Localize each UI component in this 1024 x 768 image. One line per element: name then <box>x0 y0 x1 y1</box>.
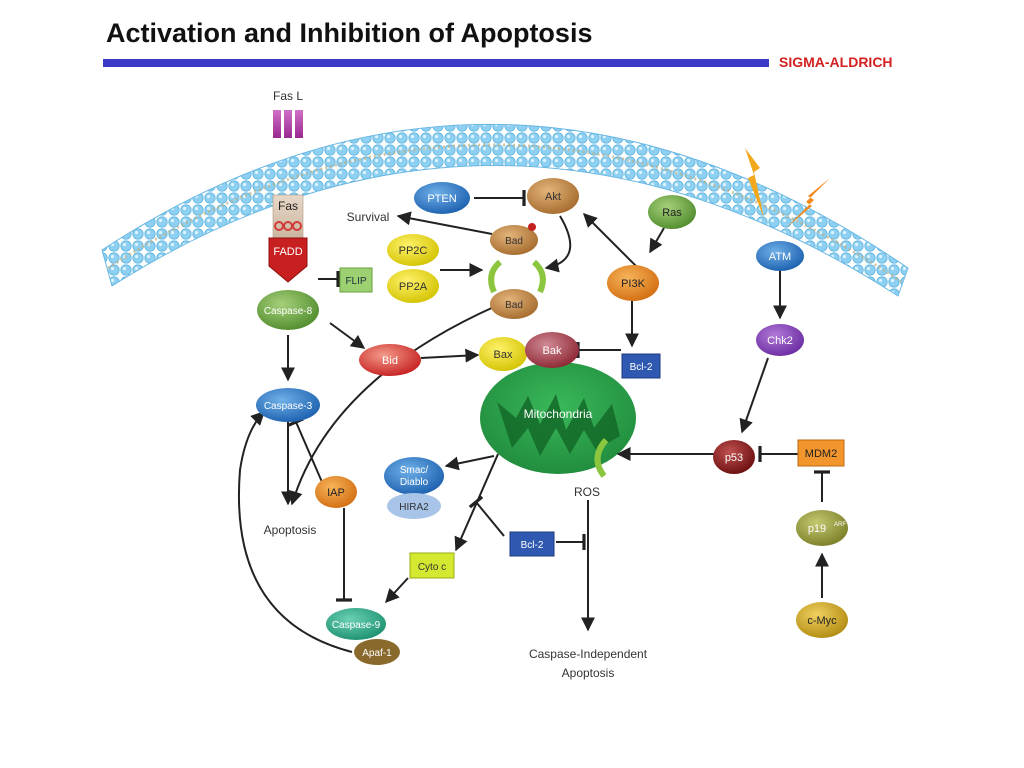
akt-label: Akt <box>545 191 561 203</box>
bad-bottom-label: Bad <box>505 300 523 311</box>
caspase3-label: Caspase-3 <box>264 401 313 412</box>
node-apaf1: Apaf-1 <box>354 639 400 665</box>
fas-receptor <box>272 194 304 241</box>
smac-label-line2: Diablo <box>400 477 429 488</box>
smac-label-line1: Smac/ <box>400 465 429 476</box>
p19-label: p19 <box>808 523 826 535</box>
node-cmyc: c-Myc <box>796 602 848 638</box>
node-iap: IAP <box>315 476 357 508</box>
mdm2-label: MDM2 <box>805 448 837 460</box>
node-mdm2: MDM2 <box>797 439 845 467</box>
node-pten: PTEN <box>414 182 470 214</box>
bcl2-mid-label: Bcl-2 <box>521 540 544 551</box>
caspase-independent-label-line1: Caspase-Independent <box>529 647 648 661</box>
node-bad-top: Bad <box>490 223 538 255</box>
node-bak: Bak <box>525 332 579 368</box>
pten-label: PTEN <box>427 193 456 205</box>
fas-label: Fas <box>278 199 298 213</box>
node-chk2: Chk2 <box>756 324 804 356</box>
brand-label: SIGMA-ALDRICH <box>779 54 893 70</box>
node-akt: Akt <box>527 178 579 214</box>
p53-label: p53 <box>725 452 743 464</box>
iap-label: IAP <box>327 487 345 499</box>
phosphatase-curl-arrows <box>488 259 609 478</box>
phosphate-dot <box>528 223 536 231</box>
bax-label: Bax <box>494 349 513 361</box>
cytoc-label: Cyto c <box>418 562 446 573</box>
node-pi3k: PI3K <box>607 265 659 301</box>
caspase-independent-label-line2: Apoptosis <box>562 666 615 680</box>
node-bad-bottom: Bad <box>490 289 538 319</box>
node-cytoc: Cyto c <box>409 552 455 579</box>
node-pp2a: PP2A <box>387 269 439 303</box>
mitochondria-label: Mitochondria <box>524 407 593 421</box>
cmyc-label: c-Myc <box>807 615 837 627</box>
node-bax: Bax <box>479 337 527 371</box>
pi3k-label: PI3K <box>621 278 646 290</box>
title-underline-bar <box>103 59 769 67</box>
node-caspase9: Caspase-9 <box>326 608 386 640</box>
survival-label: Survival <box>347 210 390 224</box>
pp2c-label: PP2C <box>399 245 428 257</box>
mitochondria <box>480 362 636 474</box>
atm-label: ATM <box>769 251 791 263</box>
fadd-adaptor <box>268 237 308 283</box>
ras-label: Ras <box>662 207 682 219</box>
node-p53: p53 <box>713 440 755 474</box>
pathway-connectors <box>238 190 830 653</box>
bid-label: Bid <box>382 355 398 367</box>
node-hira2: HIRA2 <box>387 493 441 519</box>
hira2-label: HIRA2 <box>399 502 429 513</box>
caspase9-label: Caspase-9 <box>332 620 381 631</box>
bcl2-top-label: Bcl-2 <box>630 362 653 373</box>
slide-title: Activation and Inhibition of Apoptosis <box>106 18 593 48</box>
p19-arf-superscript: ARF <box>834 522 846 528</box>
apoptosis-label: Apoptosis <box>264 523 317 537</box>
radiation-bolt-icon <box>745 148 830 228</box>
node-bid: Bid <box>359 344 421 376</box>
node-caspase3: Caspase-3 <box>256 388 320 422</box>
bad-top-label: Bad <box>505 236 523 247</box>
node-pp2c: PP2C <box>387 234 439 266</box>
flip-label: FLIP <box>345 276 366 287</box>
node-ras: Ras <box>648 195 696 229</box>
caspase8-label: Caspase-8 <box>264 306 313 317</box>
node-smac-diablo: Smac/ Diablo <box>384 457 444 495</box>
node-caspase8: Caspase-8 <box>257 290 319 330</box>
node-bcl2-top: Bcl-2 <box>621 353 661 379</box>
node-atm: ATM <box>756 241 804 271</box>
ros-label: ROS <box>574 485 600 499</box>
fas-l-label: Fas L <box>273 89 303 103</box>
node-bcl2-mid: Bcl-2 <box>509 531 555 557</box>
apaf1-label: Apaf-1 <box>362 648 392 659</box>
bak-label: Bak <box>543 345 562 357</box>
fas-ligand <box>273 110 303 138</box>
fadd-label: FADD <box>273 246 302 258</box>
cell-membrane <box>101 123 909 297</box>
node-flip: FLIP <box>339 267 373 293</box>
pp2a-label: PP2A <box>399 281 428 293</box>
node-p19arf: p19 ARF <box>796 510 848 546</box>
chk2-label: Chk2 <box>767 335 793 347</box>
